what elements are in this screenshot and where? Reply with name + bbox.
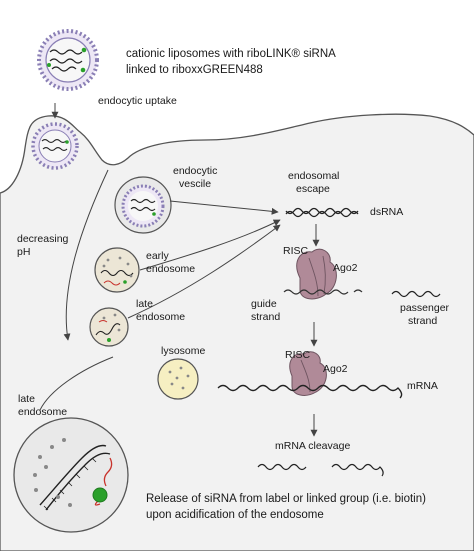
liposome-uptake xyxy=(31,122,79,170)
liposome-top xyxy=(37,29,99,91)
label-endosomal-escape-2: escape xyxy=(296,183,330,195)
label-decreasing-ph-1: decreasing xyxy=(17,233,69,245)
cleaved-fragment-right xyxy=(331,463,384,477)
label-guide-strand-2: strand xyxy=(251,311,281,323)
label-passenger-strand-2: strand xyxy=(408,315,438,327)
label-endosomal-escape-1: endosomal xyxy=(288,170,340,182)
cell-membrane xyxy=(0,113,474,551)
label-ago2-2: Ago2 xyxy=(323,363,348,375)
label-mrna: mRNA xyxy=(407,380,438,392)
passenger-strand xyxy=(391,290,441,298)
label-endocytic-vescile-1: endocytic xyxy=(173,165,218,177)
header-line-2: linked to riboxxGREEN488 xyxy=(126,64,263,76)
label-decreasing-ph-2: pH xyxy=(17,246,31,258)
endocytic-vesicle xyxy=(114,176,172,234)
label-endocytic-uptake: endocytic uptake xyxy=(98,95,177,107)
mrna-strand xyxy=(217,384,403,399)
label-mrna-cleavage: mRNA cleavage xyxy=(275,440,351,452)
caption-line-1: Release of siRNA from label or linked gr… xyxy=(146,493,426,505)
caption-line-2: upon acidification of the endosome xyxy=(146,509,324,521)
label-early-endosome-2: endosome xyxy=(146,263,196,275)
risc-complex-1 xyxy=(283,248,363,300)
arrows xyxy=(39,103,320,437)
label-lysosome: lysosome xyxy=(161,345,206,357)
early-endosome xyxy=(94,247,140,293)
label-early-endosome-1: early xyxy=(146,250,169,262)
label-late-endosome-1: late xyxy=(136,298,153,310)
label-dsrna: dsRNA xyxy=(370,206,404,218)
label-risc-2: RISC xyxy=(285,349,311,361)
label-passenger-strand-1: passenger xyxy=(400,302,450,314)
header-line-1: cationic liposomes with riboLINK® siRNA xyxy=(126,48,336,60)
label-endocytic-vescile-2: vescile xyxy=(179,178,212,190)
label-late-endosome-zoom-1: late xyxy=(18,393,35,405)
label-ago2-1: Ago2 xyxy=(333,262,358,274)
dsrna-strand xyxy=(285,207,359,218)
cleaved-fragment-left xyxy=(257,463,307,471)
late-endosome xyxy=(89,307,129,347)
label-late-endosome-2: endosome xyxy=(136,311,186,323)
label-guide-strand-1: guide xyxy=(251,298,277,310)
label-late-endosome-zoom-2: endosome xyxy=(18,406,68,418)
label-risc-1: RISC xyxy=(283,245,309,257)
lysosome-body xyxy=(157,358,199,400)
late-endosome-zoom xyxy=(13,417,129,533)
